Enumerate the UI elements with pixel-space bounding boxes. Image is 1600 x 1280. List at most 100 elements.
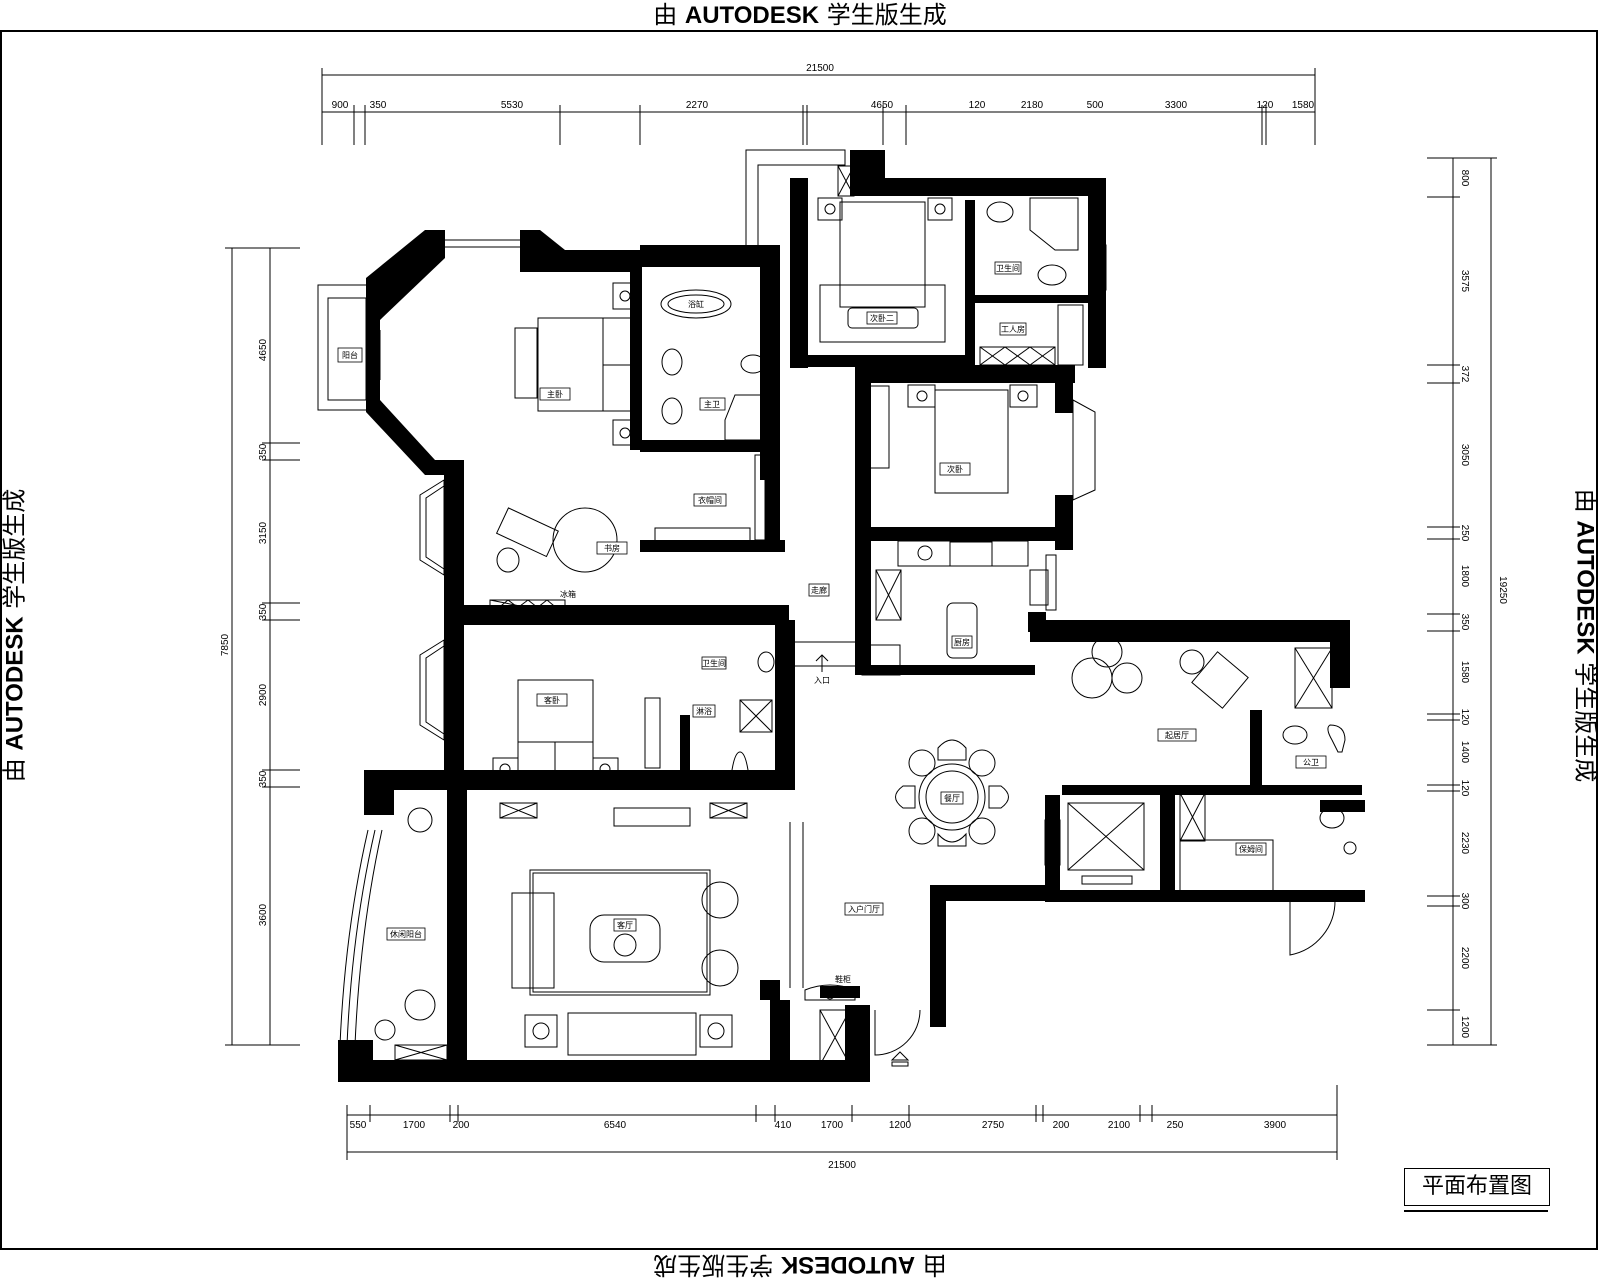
dim-label: 2900 bbox=[258, 683, 269, 706]
dim-left-total: 7850 bbox=[220, 633, 231, 656]
dim-label: 1700 bbox=[403, 1120, 426, 1131]
room-name: 保姆间 bbox=[1239, 844, 1263, 854]
room-label-master-bedroom: 主卧 bbox=[539, 387, 571, 401]
room-name: 衣帽间 bbox=[698, 495, 722, 505]
room-name: 休闲阳台 bbox=[390, 929, 422, 939]
watermark-top: 由 AUTODESK 学生版生成 bbox=[653, 1, 947, 29]
dim-label: 2750 bbox=[982, 1120, 1005, 1131]
walls bbox=[338, 150, 1365, 1082]
dim-label: 2180 bbox=[1021, 100, 1044, 111]
room-name: 起居厅 bbox=[1165, 731, 1189, 740]
dim-label: 1580 bbox=[1459, 661, 1470, 684]
dim-label: 1200 bbox=[889, 1120, 912, 1131]
room-label-dining: 餐厅 bbox=[940, 791, 964, 805]
room-label-top-laundry: 工人房 bbox=[999, 322, 1027, 336]
title-underline bbox=[1404, 1210, 1548, 1212]
dim-label: 900 bbox=[332, 100, 349, 111]
study-cabinet-annotation: 冰箱 bbox=[560, 589, 576, 599]
room-name: 主卧 bbox=[547, 389, 563, 399]
room-label-storage: 保姆间 bbox=[1235, 842, 1267, 856]
dim-label: 2200 bbox=[1459, 947, 1470, 970]
dim-label: 6540 bbox=[604, 1120, 627, 1131]
dim-label: 200 bbox=[1053, 1120, 1070, 1131]
dim-label: 350 bbox=[258, 443, 269, 460]
dim-label: 800 bbox=[1459, 170, 1470, 187]
windows-and-fixtures bbox=[317, 149, 1357, 1067]
entry-annotation: 入口 bbox=[814, 676, 830, 685]
dim-label: 1800 bbox=[1459, 565, 1470, 588]
room-name: 浴缸 bbox=[688, 299, 704, 309]
room-name: 淋浴 bbox=[696, 706, 712, 716]
dim-bottom-total: 21500 bbox=[828, 1160, 856, 1171]
room-name: 次卧 bbox=[947, 464, 963, 474]
dim-label: 120 bbox=[1459, 780, 1470, 797]
dim-label: 200 bbox=[453, 1120, 470, 1131]
room-name: 客卧 bbox=[544, 695, 560, 705]
room-name: 卫生间 bbox=[996, 263, 1020, 273]
entry-arrow bbox=[815, 654, 829, 672]
drawing-title: 平面布置图 bbox=[1404, 1168, 1550, 1206]
room-name: 餐厅 bbox=[944, 794, 960, 803]
room-label-foyer: 入户门厅 bbox=[844, 902, 884, 916]
dim-label: 350 bbox=[258, 770, 269, 787]
room-name: 入户门厅 bbox=[848, 904, 880, 914]
drawing-frame bbox=[0, 30, 1598, 1250]
dim-label: 2100 bbox=[1108, 1120, 1131, 1131]
dim-label: 3150 bbox=[258, 521, 269, 544]
dim-right-total: 19250 bbox=[1497, 576, 1508, 604]
room-name: 厨房 bbox=[954, 637, 970, 647]
dim-label: 4650 bbox=[258, 338, 269, 361]
room-label-bath-2: 卫生间 bbox=[701, 656, 727, 670]
dim-label: 1700 bbox=[821, 1120, 844, 1131]
room-label-bedroom-3: 客卧 bbox=[536, 693, 568, 707]
dim-label: 120 bbox=[1459, 709, 1470, 726]
room-label-top-bedroom: 次卧二 bbox=[866, 311, 898, 325]
shoe-cabinet-annotation: 鞋柜 bbox=[835, 974, 851, 984]
dim-label: 3050 bbox=[1459, 444, 1470, 467]
room-name: 工人房 bbox=[1001, 324, 1025, 334]
room-label-master-bath: 主卫 bbox=[699, 397, 726, 411]
dim-label: 3575 bbox=[1459, 270, 1470, 293]
dim-label: 4650 bbox=[871, 100, 894, 111]
dim-label: 350 bbox=[1459, 614, 1470, 631]
room-name: 走廊 bbox=[811, 585, 827, 595]
room-label-living: 客厅 bbox=[613, 918, 637, 932]
dim-label: 120 bbox=[1257, 100, 1274, 111]
room-label-study: 书房 bbox=[596, 541, 628, 555]
dim-label: 250 bbox=[1167, 1120, 1184, 1131]
dim-label: 350 bbox=[370, 100, 387, 111]
dim-label: 1200 bbox=[1459, 1016, 1470, 1039]
dim-label: 350 bbox=[258, 603, 269, 620]
dim-label: 250 bbox=[1459, 525, 1470, 542]
dim-label: 300 bbox=[1459, 893, 1470, 910]
dim-label: 2230 bbox=[1459, 832, 1470, 855]
room-label-balcony-left: 阳台 bbox=[337, 347, 363, 363]
dim-label: 120 bbox=[969, 100, 986, 111]
room-label-powder-room: 公卫 bbox=[1295, 755, 1327, 769]
room-labels: 主卧 阳台 主卫 浴缸 书房 衣帽间 走廊 客卧 卫生间 淋浴 次卧二 卫生间 … bbox=[337, 261, 1327, 984]
dim-label: 1400 bbox=[1459, 741, 1470, 764]
room-name: 书房 bbox=[604, 543, 620, 553]
room-label-living-east: 起居厅 bbox=[1157, 728, 1197, 742]
room-label-bath-2b: 淋浴 bbox=[692, 704, 716, 718]
dim-label: 500 bbox=[1087, 100, 1104, 111]
room-label-cloakroom: 衣帽间 bbox=[693, 493, 727, 507]
dim-label: 3600 bbox=[258, 903, 269, 926]
room-label-second-bedroom: 次卧 bbox=[939, 462, 971, 476]
dimension-labels: 21500 900 350 5530 2270 4650 120 2180 50… bbox=[220, 63, 1508, 1171]
room-label-top-bath: 卫生间 bbox=[994, 261, 1022, 275]
room-name: 客厅 bbox=[617, 920, 633, 930]
dim-label: 3300 bbox=[1165, 100, 1188, 111]
dim-label: 5530 bbox=[501, 100, 524, 111]
dim-label: 550 bbox=[350, 1120, 367, 1131]
room-name: 公卫 bbox=[1303, 758, 1319, 767]
room-label-balcony-sw: 休闲阳台 bbox=[386, 927, 426, 941]
dim-top-total: 21500 bbox=[806, 63, 834, 74]
dim-label: 410 bbox=[775, 1120, 792, 1131]
room-name: 主卫 bbox=[704, 399, 720, 409]
room-label-bathtub: 浴缸 bbox=[688, 299, 704, 309]
dim-label: 2270 bbox=[686, 100, 709, 111]
room-label-kitchen: 厨房 bbox=[951, 635, 973, 649]
room-name: 次卧二 bbox=[870, 313, 894, 323]
